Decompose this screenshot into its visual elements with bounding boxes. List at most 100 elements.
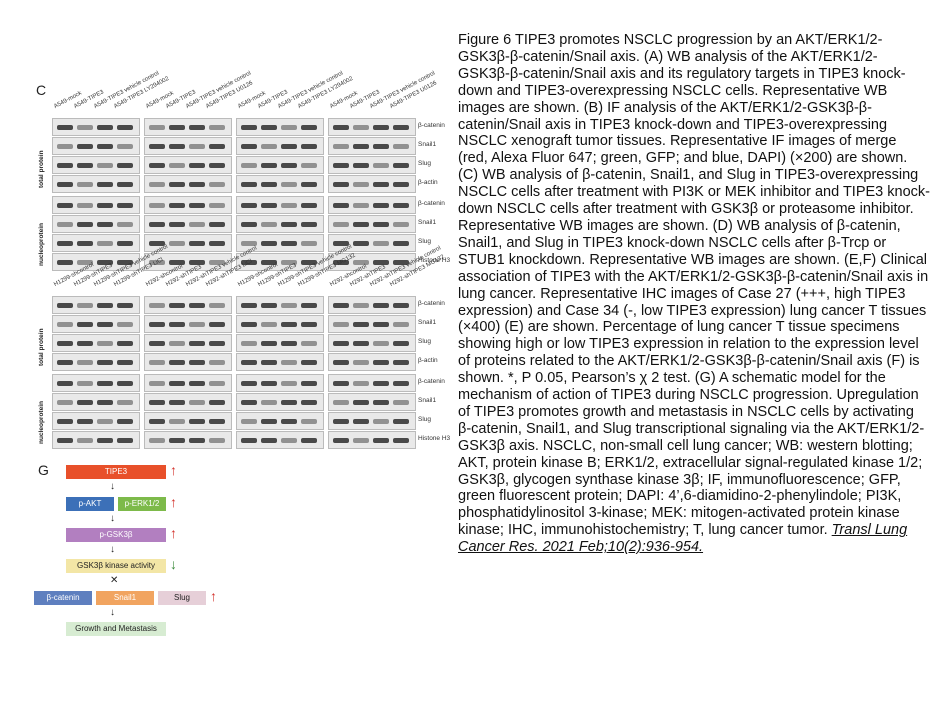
blot-band — [149, 360, 165, 365]
arrow-1: ↓ — [110, 481, 115, 492]
blot-band — [189, 400, 205, 405]
blot-band — [189, 241, 205, 246]
block-arrow: ✕ — [110, 575, 119, 586]
blot-band — [353, 341, 369, 346]
blot-band — [261, 182, 277, 187]
bottom-blot-block — [52, 374, 140, 392]
blot-band — [117, 260, 133, 265]
blot-band — [301, 241, 317, 246]
blot-band — [189, 144, 205, 149]
blot-band — [393, 203, 409, 208]
blot-band — [241, 241, 257, 246]
blot-band — [353, 322, 369, 327]
top-blot-block — [328, 215, 416, 233]
blot-band — [189, 182, 205, 187]
blot-band — [373, 125, 389, 130]
blot-band — [77, 303, 93, 308]
blot-band — [117, 203, 133, 208]
blot-band — [117, 341, 133, 346]
blot-band — [301, 400, 317, 405]
blot-band — [117, 400, 133, 405]
blot-band — [353, 125, 369, 130]
bottom-blot-block — [144, 412, 232, 430]
blot-band — [169, 163, 185, 168]
blot-band — [169, 241, 185, 246]
bottom-blot-block — [52, 412, 140, 430]
blot-band — [353, 163, 369, 168]
blot-band — [189, 322, 205, 327]
bottom-row-label: β-actin — [418, 357, 438, 364]
top-blot-block — [328, 118, 416, 136]
blot-band — [353, 303, 369, 308]
panel-c-label: C — [36, 82, 47, 98]
blot-band — [97, 163, 113, 168]
caption-reference-link[interactable]: Transl Lung Cancer Res. 2021 Feb;10(2):9… — [458, 522, 908, 556]
p-erk-box: p-ERK1/2 — [118, 497, 166, 511]
blot-band — [301, 260, 317, 265]
bottom-blot-block — [328, 431, 416, 449]
blot-band — [333, 322, 349, 327]
bottom-blot-block — [52, 334, 140, 352]
blot-band — [77, 144, 93, 149]
blot-band — [149, 303, 165, 308]
blot-band — [149, 182, 165, 187]
bottom-blot-block — [144, 315, 232, 333]
bottom-blot-block — [52, 431, 140, 449]
blot-band — [149, 203, 165, 208]
blot-band — [169, 260, 185, 265]
blot-band — [241, 260, 257, 265]
top-blot-block — [144, 215, 232, 233]
blot-band — [301, 125, 317, 130]
blot-band — [209, 182, 225, 187]
blot-band — [393, 125, 409, 130]
blot-band — [97, 303, 113, 308]
top-blot-block — [236, 175, 324, 193]
blot-band — [57, 341, 73, 346]
blot-band — [333, 260, 349, 265]
blot-band — [393, 400, 409, 405]
blot-band — [241, 400, 257, 405]
blot-band — [301, 438, 317, 443]
blot-band — [77, 125, 93, 130]
blot-band — [169, 341, 185, 346]
arrow-2: ↓ — [110, 513, 115, 524]
blot-band — [57, 125, 73, 130]
blot-band — [261, 222, 277, 227]
top-blot-block — [144, 137, 232, 155]
blot-band — [77, 322, 93, 327]
top-blot-block — [328, 234, 416, 252]
figure-caption: Figure 6 TIPE3 promotes NSCLC progressio… — [458, 32, 930, 556]
blot-band — [353, 144, 369, 149]
bottom-blot-block — [144, 334, 232, 352]
blot-band — [373, 341, 389, 346]
snail1-box: Snail1 — [96, 591, 154, 605]
top-blot-block — [328, 137, 416, 155]
blot-band — [333, 144, 349, 149]
blot-band — [57, 400, 73, 405]
blot-band — [333, 341, 349, 346]
blot-band — [169, 322, 185, 327]
slug-up-arrow: ↑ — [210, 588, 217, 604]
blot-band — [373, 360, 389, 365]
top-row-label: β-catenin — [418, 122, 445, 129]
blot-band — [261, 419, 277, 424]
blot-band — [97, 360, 113, 365]
blot-band — [241, 203, 257, 208]
blot-band — [117, 419, 133, 424]
bottom-blot-block — [144, 431, 232, 449]
bottom-blot-block — [52, 296, 140, 314]
blot-band — [57, 438, 73, 443]
blot-band — [373, 260, 389, 265]
blot-band — [149, 322, 165, 327]
top-blot-block — [52, 234, 140, 252]
blot-band — [261, 260, 277, 265]
top-blot-block — [236, 215, 324, 233]
blot-band — [209, 419, 225, 424]
blot-band — [117, 163, 133, 168]
blot-band — [97, 222, 113, 227]
top-blot-block — [52, 196, 140, 214]
blot-band — [373, 381, 389, 386]
gsk-down-arrow: ↓ — [170, 556, 177, 572]
bottom-row-label: Slug — [418, 416, 432, 423]
